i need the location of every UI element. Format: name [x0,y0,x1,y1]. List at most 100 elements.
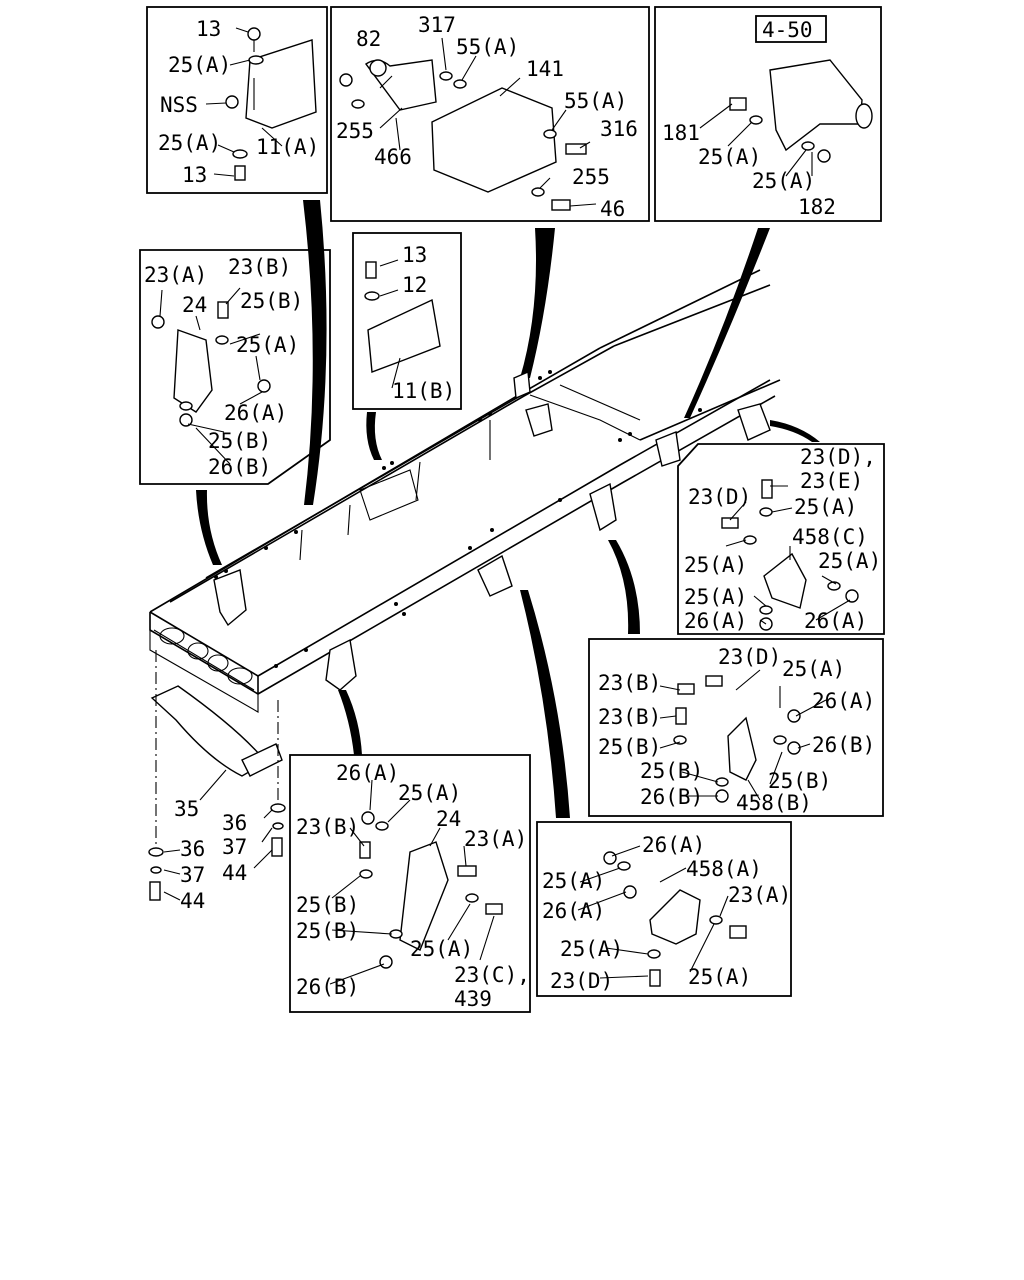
label: 255 [336,119,374,143]
label: 13 [402,243,427,267]
label: 11(B) [392,379,455,403]
label: 25(A) [794,495,857,519]
labels-lower-right-bracket: 26(A) 458(A) 25(A) 23(A) 26(A) 25(A) 25(… [542,833,791,993]
label: 36 [180,837,205,861]
labels-spring-hanger: 181 25(A) 25(A) 182 [662,121,836,219]
panel-right-bracket-b [588,638,884,817]
label: 23(D) [688,485,751,509]
label: 25(A) [168,53,231,77]
labels-right-bracket-b: 23(D) 23(B) 25(A) 26(A) 23(B) 25(B) 26(B… [598,645,875,815]
label: 25(B) [296,893,359,917]
label: 23(A) [728,883,791,907]
label: 255 [572,165,610,189]
label: 317 [418,13,456,37]
label: 316 [600,117,638,141]
label: 44 [180,889,205,913]
ref-4-50: 4-50 [762,18,813,42]
label: 12 [402,273,427,297]
label: 25(A) [782,657,845,681]
label: 181 [662,121,700,145]
label: 13 [196,17,221,41]
label: 458(B) [736,791,812,815]
label: 23(E) [800,469,863,493]
labels-small-bracket: 13 12 11(B) [392,243,455,403]
label: 25(A) [236,333,299,357]
label: 25(A) [560,937,623,961]
label: 439 [454,987,492,1011]
label: 458(C) [792,525,868,549]
label: 13 [182,163,207,187]
panel-front-bracket [146,6,328,194]
label: 26(A) [542,899,605,923]
label: 11(A) [256,135,319,159]
label: 23(D) [550,969,613,993]
label: NSS [160,93,198,117]
label: 26(A) [642,833,705,857]
label: 26(A) [224,401,287,425]
label: 24 [436,807,461,831]
label-leaders [159,27,851,985]
label: 25(B) [640,759,703,783]
label: 25(B) [768,769,831,793]
label: 24 [182,293,207,317]
ref-box-4-50 [755,15,827,43]
chassis-frame [149,269,781,713]
label: 25(A) [688,965,751,989]
label: 55(A) [456,35,519,59]
label: 55(A) [564,89,627,113]
label: 458(A) [686,857,762,881]
label: 25(A) [698,145,761,169]
label: 25(B) [240,289,303,313]
label: 26(A) [812,689,875,713]
label: 35 [174,797,199,821]
frame-brackets [213,370,771,691]
label: 23(A) [464,827,527,851]
label: 26(B) [208,455,271,479]
label: 26(B) [640,785,703,809]
label: 25(B) [598,735,661,759]
label: 23(A) [144,263,207,287]
thick-leaders [196,200,820,818]
label: 26(A) [804,609,867,633]
label: 25(A) [684,553,747,577]
label: 46 [600,197,625,221]
labels-cab-mount: 317 82 55(A) 141 55(A) 255 316 466 255 4… [336,13,638,221]
labels-left-bracket: 23(A) 23(B) 24 25(B) 25(A) 26(A) 25(B) 2… [144,255,303,479]
label: 25(B) [208,429,271,453]
label: 23(B) [598,705,661,729]
label: 466 [374,145,412,169]
labels-lower-left-bracket: 26(A) 25(A) 24 23(B) 23(A) 25(B) 25(B) 2… [296,761,530,1011]
panel-right-bracket-c [677,443,885,635]
label: 44 [222,861,247,885]
label: 36 [222,811,247,835]
label: 25(A) [542,869,605,893]
labels-front-bracket: 13 25(A) NSS 25(A) 11(A) 13 [158,17,319,187]
labels-bumper: 35 36 37 44 36 37 44 [174,797,247,913]
label: 26(A) [684,609,747,633]
label: 23(B) [228,255,291,279]
label: 25(A) [684,585,747,609]
labels-right-bracket-c: 23(D), 23(E) 23(D) 25(A) 458(C) 25(A) 25… [684,445,881,633]
label: 26(B) [296,975,359,999]
bumper-bracket [150,650,283,850]
label: 26(B) [812,733,875,757]
panel-lower-right-bracket [536,821,792,997]
panel-lower-left-bracket [289,754,531,1013]
panel-small-bracket [352,232,462,410]
label: 23(B) [598,671,661,695]
panel-spring-hanger [654,6,882,222]
label: 23(B) [296,815,359,839]
label: 25(A) [410,937,473,961]
panel-parts [148,27,873,987]
label: 37 [222,835,247,859]
label: 26(A) [336,761,399,785]
label: 25(A) [752,169,815,193]
panel-cab-mount [330,6,650,222]
label: 23(C), [454,963,530,987]
label: 25(B) [296,919,359,943]
label: 23(D), [800,445,876,469]
label: 25(A) [818,549,881,573]
label: 182 [798,195,836,219]
label: 25(A) [398,781,461,805]
